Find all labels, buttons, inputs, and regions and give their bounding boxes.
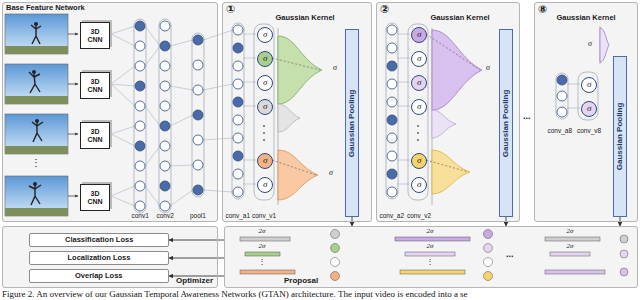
diagram-label: ... xyxy=(506,250,514,260)
diagram-label: σ xyxy=(588,40,592,49)
diagram-label: conv_v1 xyxy=(252,212,276,219)
diagram-label: σ xyxy=(333,64,337,73)
sigma-symbol: σ xyxy=(263,102,267,112)
node-text: Base Feature Network xyxy=(6,4,85,12)
sigma-circle: σ xyxy=(257,75,273,91)
sigma-circle: σ xyxy=(411,75,427,91)
loss-box: Localization Loss xyxy=(29,251,169,265)
node-text: Gaussian Pooling xyxy=(502,30,511,216)
pooling-bar: Gaussian Pooling xyxy=(345,29,359,217)
cnn-box: 3D CNN xyxy=(80,184,110,211)
pooling-bar: Gaussian Pooling xyxy=(499,29,513,217)
diagram-label: ⋮ xyxy=(31,157,41,168)
node-text: 3D CNN xyxy=(83,128,107,143)
panel: Optimizer Classification LossLocalization… xyxy=(2,226,218,288)
connector-arrow xyxy=(169,240,224,241)
stage-number: ② xyxy=(380,4,389,16)
diagram-label: Gaussian Kernel xyxy=(276,14,335,22)
loss-box: Classification Loss xyxy=(29,233,169,247)
sigma-circle: σ xyxy=(257,27,273,43)
diagram-label: ⋮ xyxy=(258,258,266,267)
sigma-symbol: σ xyxy=(417,30,421,40)
stage-panel: ① σ σ σ σ σ σ Gaussian Pooling xyxy=(222,2,372,222)
sigma-circle: σ xyxy=(257,99,273,115)
sigma-symbol: σ xyxy=(263,78,267,88)
diagram-label: conv_a1 xyxy=(226,212,251,219)
panel: Proposal xyxy=(224,226,638,288)
sigma-circle: σ xyxy=(411,27,427,43)
cnn-box: 3D CNN xyxy=(80,72,110,99)
sigma-symbol: σ xyxy=(263,156,267,166)
node-text: Localization Loss xyxy=(68,254,131,262)
pooling-bar: Gaussian Pooling xyxy=(613,56,627,217)
sigma-circle: σ xyxy=(411,51,427,67)
sigma-symbol: σ xyxy=(587,104,591,114)
diagram-label: conv1 xyxy=(132,212,149,219)
figure-caption: Figure 2. An overview of our Gaussian Te… xyxy=(2,289,468,300)
frame-arrows xyxy=(68,34,78,196)
sigma-symbol: σ xyxy=(417,156,421,166)
sigma-circle: σ xyxy=(411,177,427,193)
diagram-label: 2σ xyxy=(567,243,574,251)
layer-columns xyxy=(134,19,598,213)
stage-panel: ② σ σ σ σ σ σ Gaussian Pooling xyxy=(376,2,520,222)
node-text: Proposal xyxy=(284,277,318,286)
diagram-label: 2σ xyxy=(567,228,574,236)
sigma-symbol: σ xyxy=(417,102,421,112)
node-text: Classification Loss xyxy=(65,236,133,244)
node-text: Gaussian Pooling xyxy=(348,30,357,216)
cnn-box: 3D CNN xyxy=(80,22,110,49)
stage-panel: ⑧σσGaussian Pooling xyxy=(534,2,638,222)
diagram-label: conv2 xyxy=(157,212,174,219)
sigma-circle: σ xyxy=(257,177,273,193)
diagram-label: σ xyxy=(486,64,490,73)
diagram-label: conv_v8 xyxy=(577,127,601,134)
diagram-label: ... xyxy=(523,112,531,122)
gaussian-curves xyxy=(272,26,609,205)
sigma-circle: σ xyxy=(581,77,597,93)
diagram-label: Gaussian Kernel xyxy=(431,14,490,22)
sigma-circle: σ xyxy=(257,51,273,67)
diagram-label: conv_a8 xyxy=(548,127,573,134)
sigma-symbol: σ xyxy=(263,180,267,190)
sigma-circle: σ xyxy=(411,99,427,115)
sigma-symbol: σ xyxy=(263,30,267,40)
stage-number: ① xyxy=(226,4,235,16)
node-text: Gaussian Pooling xyxy=(616,57,625,216)
diagram-label: 2σ xyxy=(259,228,266,236)
stage-number: ⑧ xyxy=(538,4,547,16)
node-text: Overlap Loss xyxy=(75,272,123,280)
node-text: 3D CNN xyxy=(83,190,107,205)
diagram-label: 2σ xyxy=(427,228,434,236)
diagram-label: ⋮ xyxy=(426,258,434,267)
diagram-label: Gaussian Kernel xyxy=(557,14,616,22)
proposal-segments xyxy=(240,230,628,281)
sigma-circle: σ xyxy=(411,153,427,169)
diagram-label: σ xyxy=(329,169,333,178)
diagram-label: 2σ xyxy=(427,243,434,251)
node-text: 3D CNN xyxy=(83,78,107,93)
connector-arrow xyxy=(169,258,224,259)
diagram-label: pool1 xyxy=(190,212,206,219)
video-frames xyxy=(5,14,68,216)
sigma-symbol: σ xyxy=(587,80,591,90)
sigma-symbol: σ xyxy=(417,180,421,190)
sigma-symbol: σ xyxy=(417,54,421,64)
node-text: Optimizer xyxy=(176,277,213,286)
panel: Base Feature Network 3D CNN 3D CNN 3D CNN 3D… xyxy=(2,2,218,222)
sigma-symbol: σ xyxy=(263,54,267,64)
loss-box: Overlap Loss xyxy=(29,269,169,283)
sigma-circle: σ xyxy=(257,153,273,169)
sigma-circle: σ xyxy=(581,101,597,117)
sigma-symbol: σ xyxy=(417,78,421,88)
diagram-label: conv_v2 xyxy=(407,212,431,219)
node-text: 3D CNN xyxy=(83,28,107,43)
cnn-box: 3D CNN xyxy=(80,122,110,149)
panel-grounds xyxy=(2,2,638,288)
diagram-label: conv_a2 xyxy=(380,212,405,219)
diagram-label: 2σ xyxy=(259,243,266,251)
